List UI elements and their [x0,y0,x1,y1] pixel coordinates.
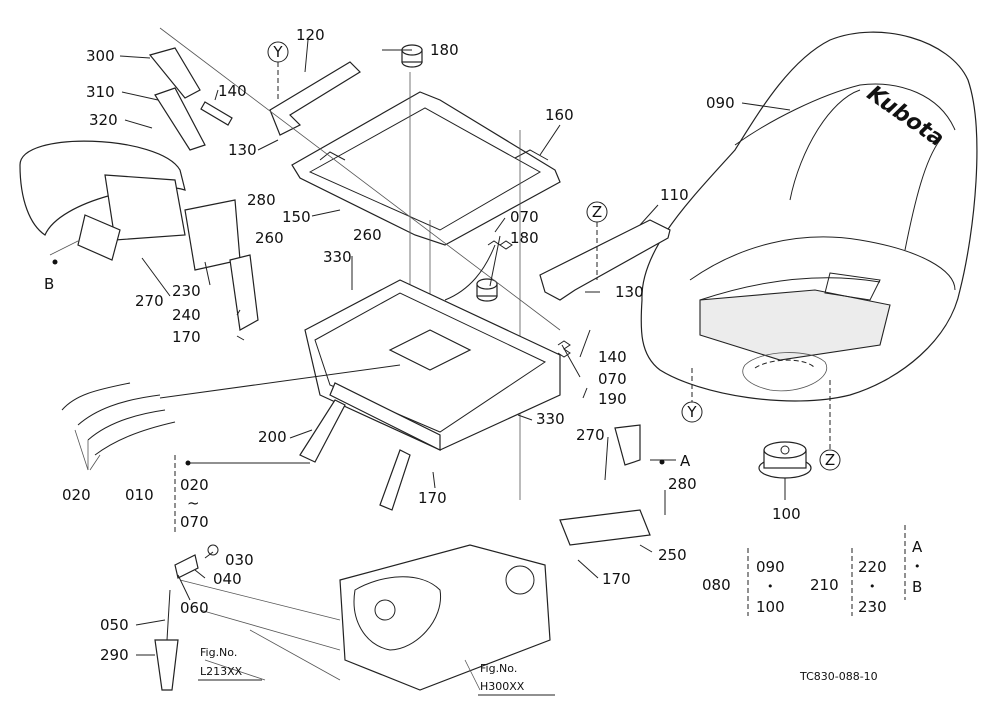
label-180: 180 [510,229,539,247]
svg-text:100: 100 [756,598,785,616]
label-160: 160 [545,106,574,124]
label-190: 190 [598,390,627,408]
fig-reference-l213xx: Fig.No. L213XX [198,646,262,681]
drawing-code: TC830-088-10 [799,670,878,683]
label-250: 250 [658,546,687,564]
label-090: 090 [706,94,735,112]
transmission-drawing [154,544,551,691]
label-120: 120 [296,26,325,44]
label-270: 270 [576,426,605,444]
assembly-group-ab: A • B [904,525,923,600]
fig-reference-h300xx: Fig.No. H300XX [478,662,555,696]
marker-y-bottom: Y [681,368,703,423]
label-170: 170 [172,328,201,346]
label-270: 270 [135,292,164,310]
label-130: 130 [615,283,644,301]
label-330: 330 [323,248,352,266]
svg-text:Y: Y [272,43,283,61]
assembly-group-080: 080 090 • 100 [702,548,785,616]
marker-a: A [680,452,691,470]
label-130: 130 [228,141,257,159]
svg-text:•: • [914,560,921,573]
leader-lines [119,39,791,691]
svg-text:080: 080 [702,576,731,594]
label-070: 070 [510,208,539,226]
label-110: 110 [660,186,689,204]
label-020: 020 [62,486,91,504]
springs-drawing [61,382,176,471]
svg-text:•: • [869,580,876,593]
label-070-range: 070 [180,513,209,531]
svg-text:A: A [912,538,923,556]
label-170: 170 [602,570,631,588]
marker-b: B [44,275,54,293]
svg-text:Z: Z [592,203,602,221]
rail-assembly-drawing [148,27,671,500]
assembly-group-210: 210 220 • 230 [810,548,887,616]
label-240: 240 [172,306,201,324]
label-320: 320 [89,111,118,129]
svg-text:•: • [767,580,774,593]
svg-text:Fig.No.: Fig.No. [200,646,237,659]
svg-text:Z: Z [825,451,835,469]
slider-frame-drawing [159,244,651,546]
label-230: 230 [172,282,201,300]
label-260: 260 [255,229,284,247]
label-330: 330 [536,410,565,428]
label-010: 010 [125,486,154,504]
label-310: 310 [86,83,115,101]
label-040: 040 [213,570,242,588]
svg-text:210: 210 [810,576,839,594]
svg-text:220: 220 [858,558,887,576]
label-140: 140 [598,348,627,366]
label-170: 170 [418,489,447,507]
reference-dots [52,259,665,466]
label-290: 290 [100,646,129,664]
svg-text:L213XX: L213XX [200,665,243,678]
marker-z-top: Z [586,201,608,280]
label-140: 140 [218,82,247,100]
svg-text:B: B [912,578,922,596]
label-060: 060 [180,599,209,617]
label-030: 030 [225,551,254,569]
svg-text:Y: Y [686,403,697,421]
label-280: 280 [668,475,697,493]
label-280: 280 [247,191,276,209]
label-070: 070 [598,370,627,388]
svg-text:230: 230 [858,598,887,616]
seat-switch-drawing [758,441,812,479]
label-200: 200 [258,428,287,446]
label-260: 260 [353,226,382,244]
seat-drawing: Kubota [640,31,978,402]
label-050: 050 [100,616,129,634]
svg-text:090: 090 [756,558,785,576]
seat-belt-drawing [19,140,241,271]
part-labels: 300 310 320 140 120 180 130 160 090 110 … [44,26,801,664]
svg-text:H300XX: H300XX [480,680,525,693]
label-range-tilde: ~ [187,494,200,512]
label-020-range: 020 [180,476,209,494]
label-150: 150 [282,208,311,226]
label-180: 180 [430,41,459,59]
label-100: 100 [772,505,801,523]
label-300: 300 [86,47,115,65]
marker-y-top: Y [267,41,289,100]
svg-text:Fig.No.: Fig.No. [480,662,517,675]
marker-z-bottom: Z [819,380,841,471]
